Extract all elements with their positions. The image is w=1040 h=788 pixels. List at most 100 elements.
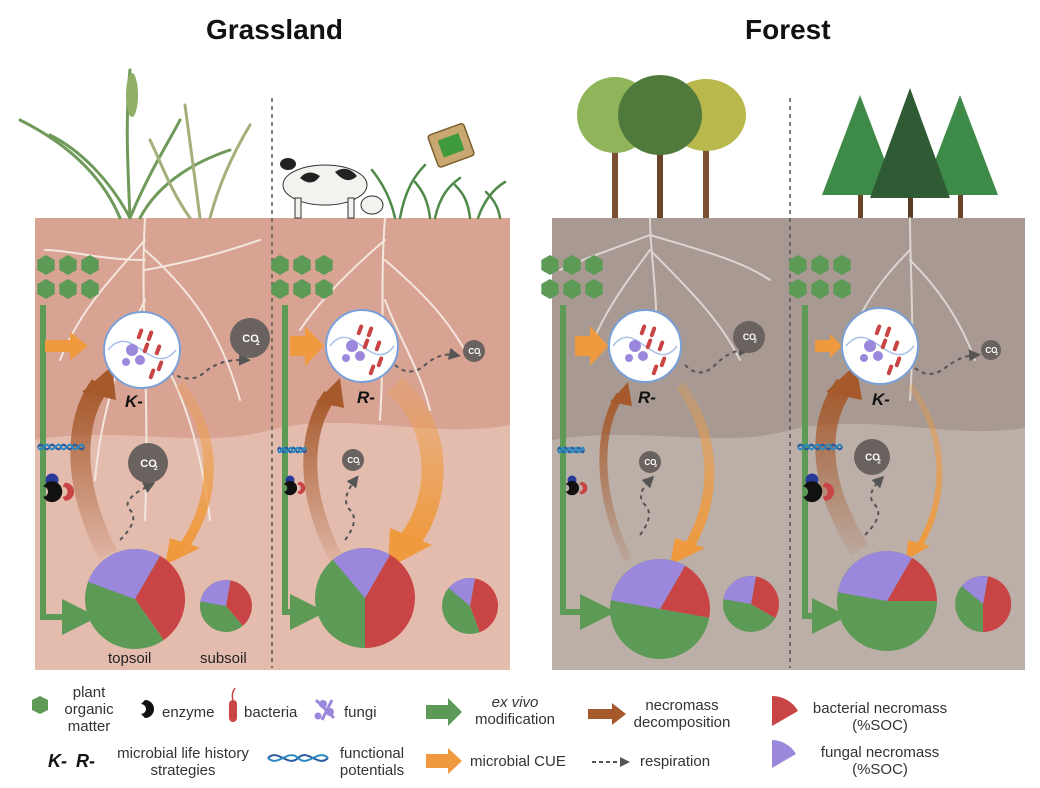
legend-enzyme-label: enzyme xyxy=(162,704,215,721)
grass-tall-icon xyxy=(18,68,252,220)
plant-organic-matter-icon xyxy=(563,255,581,275)
co2-subscript: 2 xyxy=(357,461,360,467)
plant-organic-matter-icon xyxy=(81,255,99,275)
microbe-circle xyxy=(325,309,399,383)
bacteria-icon xyxy=(146,330,154,342)
co2-subscript: 2 xyxy=(256,340,260,347)
fungal-necromass-slice xyxy=(332,548,390,598)
bacteria-icon xyxy=(366,326,374,338)
fungi-icon xyxy=(864,340,876,352)
plant-organic-matter-icon xyxy=(811,255,829,275)
co2-subscript: 2 xyxy=(654,463,657,469)
bacteria-icon xyxy=(886,364,894,376)
plant-organic-matter-icon xyxy=(585,279,603,299)
necromass-pie xyxy=(955,575,1012,633)
bacteria-icon xyxy=(884,326,892,338)
co2-bubble: CO2 xyxy=(463,340,485,362)
enzyme-icon xyxy=(283,475,306,496)
co2-bubble: CO2 xyxy=(639,451,661,473)
cue-input-arrows xyxy=(45,326,842,366)
co2-bubble: CO2 xyxy=(981,340,1001,360)
bacteria-icon xyxy=(651,364,659,376)
co2-circle xyxy=(230,318,270,358)
microbe-circle xyxy=(103,311,181,389)
strategy-label-grassland-grazed: R- xyxy=(357,388,375,407)
plant-organic-matter-clusters xyxy=(37,255,851,299)
fungi-icon xyxy=(629,340,641,352)
fungi-icon xyxy=(126,344,138,356)
bacterial-necromass-slice xyxy=(365,554,415,648)
fungal-necromass-slice xyxy=(610,559,685,609)
fungi-icon xyxy=(122,358,130,366)
plant-organic-matter-icon xyxy=(271,255,289,275)
cow-icon xyxy=(280,158,384,219)
plant-organic-matter-icon xyxy=(59,279,77,299)
bacterial-necromass-slice xyxy=(887,557,937,601)
co2-bubble: CO2 xyxy=(854,439,890,475)
bacteria-icon xyxy=(649,326,657,338)
legend-fungal-necromass-label: fungal necromass (%SOC) xyxy=(820,744,940,778)
bacteria-icon xyxy=(639,324,647,336)
legend-plant-organic-matter-label: plant organic matter xyxy=(64,684,114,735)
bacteria-icon xyxy=(894,356,902,368)
legend-fungal-necromass-icon xyxy=(772,740,796,768)
fungi-icon xyxy=(860,354,868,362)
legend-ex-vivo-arrow-icon xyxy=(426,698,462,726)
legend-ex-vivo-rest: modification xyxy=(474,711,556,728)
co2-bubble: CO2 xyxy=(128,443,168,483)
bacteria-icon xyxy=(374,340,382,352)
legend-life-history-label: microbial life history strategies xyxy=(117,745,249,779)
co2-circle xyxy=(342,449,364,471)
co2-text: CO xyxy=(985,346,997,355)
plant-organic-matter-icon xyxy=(541,255,559,275)
bacteria-icon xyxy=(368,364,376,376)
plant-organic-matter-icon xyxy=(37,279,55,299)
bacterial-necromass-slice xyxy=(470,578,499,633)
bacteria-icon xyxy=(356,324,364,336)
co2-text: CO xyxy=(743,332,756,342)
plant-organic-matter-icon xyxy=(541,279,559,299)
grass-short-icon xyxy=(370,163,507,220)
bacterial-necromass-slice xyxy=(983,576,1012,633)
bacteria-icon xyxy=(645,338,653,350)
necromass-pies xyxy=(85,548,1012,659)
co2-text: CO xyxy=(468,347,480,356)
enzyme-icon xyxy=(565,475,588,496)
strategy-label-forest-broadleaf: R- xyxy=(638,388,656,407)
legend-bacterial-necromass-icon xyxy=(772,696,798,726)
co2-bubble: CO2 xyxy=(733,321,765,353)
legend-fungi-icon xyxy=(314,698,336,721)
plant-organic-matter-icon xyxy=(315,255,333,275)
microbial-cue-arrows xyxy=(165,376,943,568)
legend-necromass-arrow-icon xyxy=(588,703,626,725)
subsoil-label: subsoil xyxy=(200,650,247,667)
necromass-pie xyxy=(722,575,779,632)
legend-microbial-cue-arrow-icon xyxy=(426,748,462,774)
plant-organic-matter-icon xyxy=(833,255,851,275)
strategy-label-grassland-natural: K- xyxy=(125,392,143,411)
bacterial-necromass-slice xyxy=(751,576,779,618)
dna-icon xyxy=(37,443,85,451)
co2-text: CO xyxy=(644,458,656,467)
legend-dna-icon xyxy=(267,754,329,762)
plant-organic-matter-icon xyxy=(811,279,829,299)
plant-organic-matter-icon xyxy=(293,279,311,299)
bacterial-necromass-slice xyxy=(135,555,186,640)
plant-organic-matter-icon xyxy=(833,279,851,299)
fungi-icon xyxy=(625,354,633,362)
necromass-pie xyxy=(314,548,415,648)
topsoil-label: topsoil xyxy=(108,650,152,667)
legend-fungi-label: fungi xyxy=(344,704,377,721)
microbe-circle xyxy=(841,307,919,385)
co2-circle xyxy=(128,443,168,483)
necromass-decomposition-arrows xyxy=(70,364,869,564)
fungal-necromass-slice xyxy=(723,575,756,604)
fungal-necromass-slice xyxy=(961,575,988,604)
fungal-necromass-slice xyxy=(448,577,475,606)
legend-r-strategy: R- xyxy=(76,751,95,771)
dna-icon xyxy=(277,446,307,454)
legend-icons xyxy=(32,687,798,774)
co2-subscript: 2 xyxy=(995,351,998,357)
co2-bubble: CO2 xyxy=(342,449,364,471)
